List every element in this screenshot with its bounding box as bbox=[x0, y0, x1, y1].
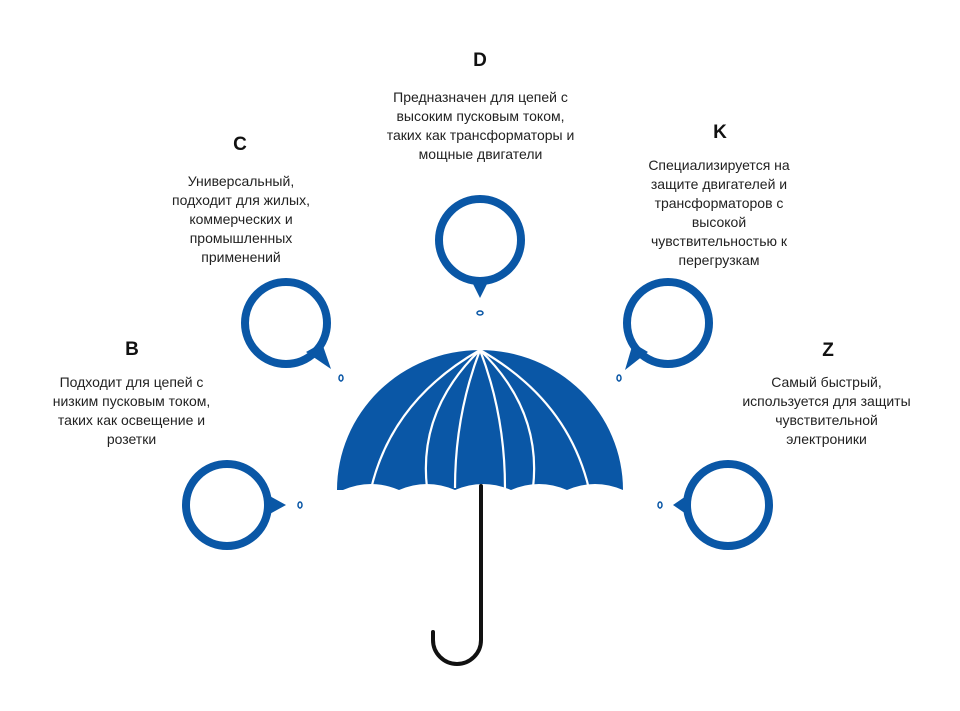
label-desc-K: Специализируется на защите двигателей и … bbox=[648, 157, 790, 268]
umbrella-handle bbox=[431, 484, 483, 666]
umbrella-canopy bbox=[337, 349, 623, 490]
label-letter-K: K bbox=[713, 122, 727, 143]
label-letter-D: D bbox=[473, 50, 487, 71]
label-letter-Z: Z bbox=[822, 340, 834, 361]
bubble-K bbox=[616, 278, 713, 382]
label-desc-C: Универсальный, подходит для жилых, комме… bbox=[172, 173, 310, 265]
bubble-B bbox=[182, 460, 303, 550]
canopy-shape bbox=[337, 350, 623, 490]
canopy-ribs bbox=[369, 349, 591, 490]
label-letter-B: B bbox=[125, 339, 139, 360]
label-desc-Z: Самый быстрый, используется для защиты ч… bbox=[742, 374, 911, 447]
bubble-D bbox=[435, 195, 525, 316]
label-letter-C: C bbox=[233, 134, 247, 155]
bubble-Z bbox=[657, 460, 773, 550]
bubble-C bbox=[241, 278, 344, 382]
label-desc-D: Предназначен для цепей с высоким пусковы… bbox=[386, 89, 575, 162]
label-desc-B: Подходит для цепей с низким пусковым ток… bbox=[52, 374, 211, 447]
